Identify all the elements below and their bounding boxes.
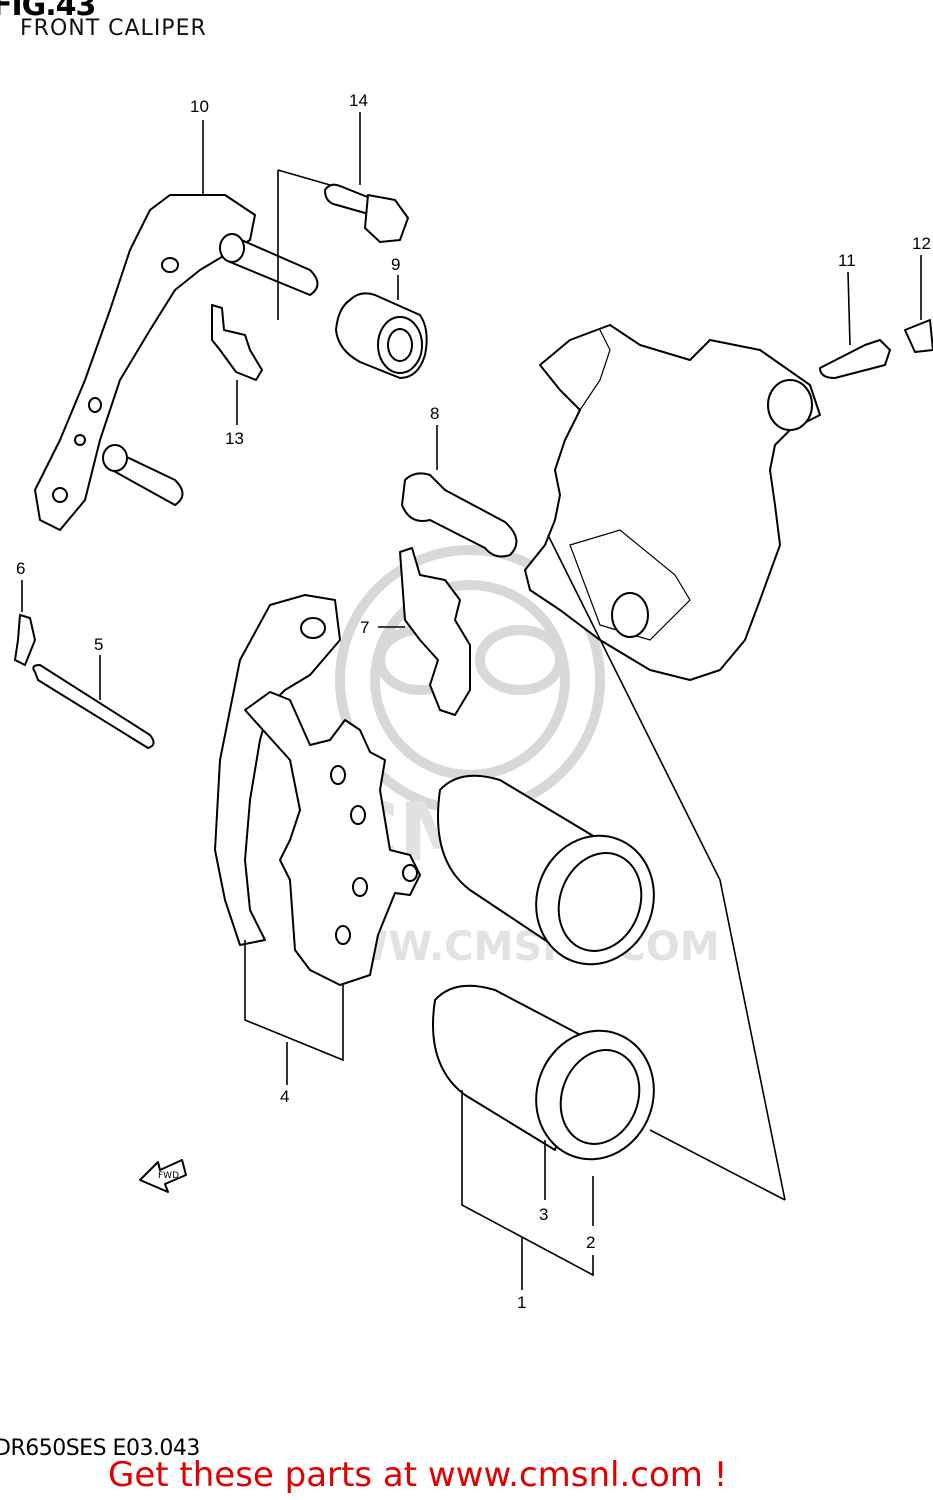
- callout-4: 4: [280, 1087, 289, 1106]
- callout-3: 3: [539, 1205, 548, 1224]
- part-9-boot: [335, 292, 428, 379]
- callout-12: 12: [912, 234, 931, 253]
- part-14-bolt: [324, 183, 409, 243]
- callout-11: 11: [838, 251, 856, 270]
- callout-8: 8: [430, 404, 439, 423]
- leader-lines: [21, 112, 922, 1290]
- callout-2: 2: [586, 1233, 595, 1252]
- part-6-clip: [14, 614, 36, 666]
- callout-9: 9: [391, 255, 400, 274]
- callout-6: 6: [16, 559, 25, 578]
- caliper-body: [524, 324, 821, 681]
- figure-code: DR650SES E03.043: [0, 1436, 200, 1461]
- figure-title: FIG.43: [0, 0, 96, 23]
- callout-13: 13: [225, 429, 244, 448]
- part-10-bracket: [34, 194, 319, 531]
- callout-7: 7: [360, 618, 369, 637]
- fwd-arrow-icon: FWD: [139, 1159, 187, 1193]
- part-11-bleeder: [819, 339, 891, 379]
- part-1-piston-lower: [432, 984, 655, 1161]
- figure-subtitle: FRONT CALIPER: [20, 16, 207, 41]
- callout-1: 1: [517, 1293, 526, 1312]
- part-13-clip: [211, 304, 263, 381]
- part-8-pin: [401, 472, 518, 558]
- part-4-pads: [214, 594, 421, 986]
- callout-14: 14: [349, 91, 368, 110]
- part-7-spring: [399, 547, 471, 716]
- callout-5: 5: [94, 635, 103, 654]
- callout-numbers: 10 14 9 13 8 11 12 7 6 5 4 3 2 1: [16, 91, 931, 1312]
- part-5-pad-pin: [32, 664, 155, 749]
- promo-link[interactable]: Get these parts at www.cmsnl.com !: [108, 1455, 728, 1495]
- callout-10: 10: [190, 97, 209, 116]
- part-12-cap: [904, 319, 933, 353]
- part-1-piston-upper: [437, 774, 655, 966]
- fwd-label: FWD: [158, 1171, 179, 1181]
